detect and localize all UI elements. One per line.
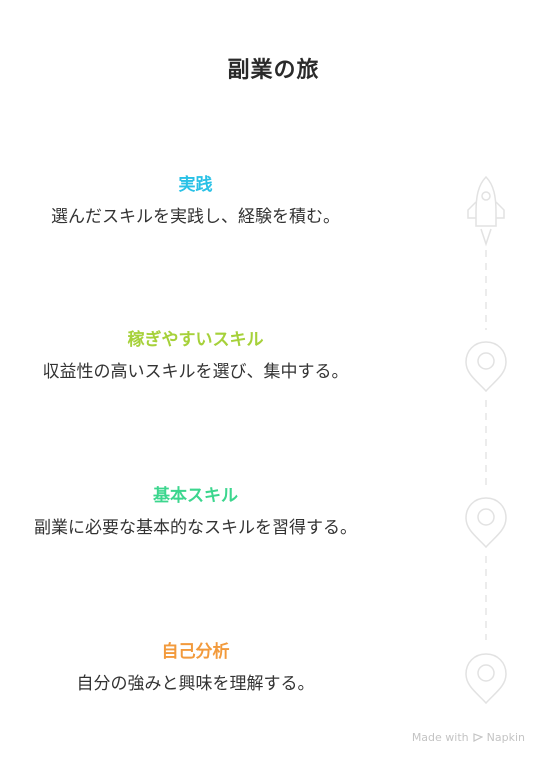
- step-description: 選んだスキルを実践し、経験を積む。: [51, 207, 340, 227]
- map-pin-icon: [465, 341, 507, 393]
- step-profitable-skill: 稼ぎやすいスキル 収益性の高いスキルを選び、集中する。: [18, 325, 373, 385]
- step-title: 稼ぎやすいスキル: [127, 330, 264, 350]
- made-with-label: Made with: [411, 731, 469, 744]
- rocket-icon: [467, 175, 505, 247]
- step-description: 自分の強みと興味を理解する。: [76, 674, 315, 694]
- step-title: 自己分析: [161, 642, 230, 662]
- step-basic-skill: 基本スキル 副業に必要な基本的なスキルを習得する。: [18, 481, 373, 541]
- made-with-napkin: Made with Napkin: [412, 731, 525, 744]
- step-title: 基本スキル: [153, 486, 238, 506]
- step-practice: 実践 選んだスキルを実践し、経験を積む。: [18, 170, 373, 230]
- step-description: 副業に必要な基本的なスキルを習得する。: [34, 518, 357, 538]
- napkin-logo-icon: [473, 733, 483, 742]
- step-title: 実践: [178, 175, 213, 195]
- napkin-brand: Napkin: [486, 731, 525, 744]
- step-description: 収益性の高いスキルを選び、集中する。: [42, 362, 349, 382]
- map-pin-icon: [465, 653, 507, 705]
- step-self-analysis: 自己分析 自分の強みと興味を理解する。: [18, 637, 373, 697]
- page-title: 副業の旅: [227, 58, 320, 83]
- map-pin-icon: [465, 497, 507, 549]
